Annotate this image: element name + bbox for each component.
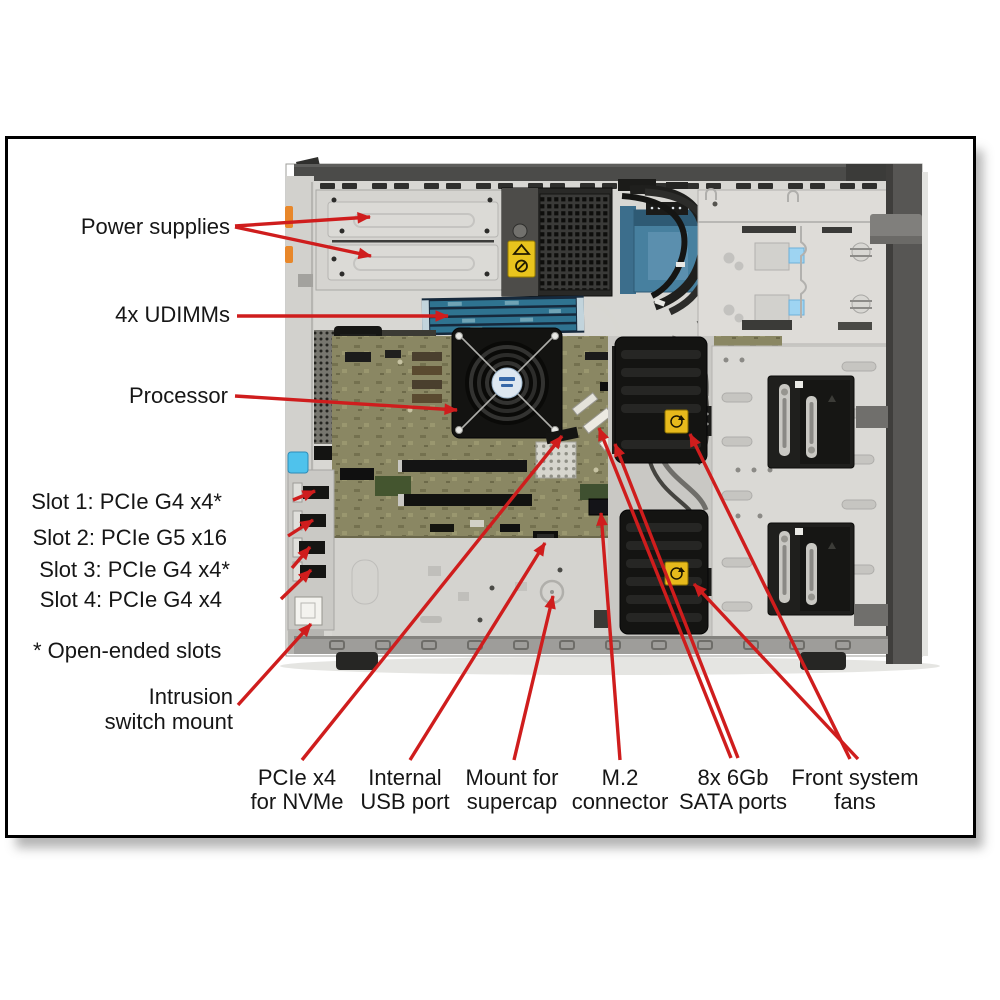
- arrow-sata-1: [597, 427, 733, 759]
- rear-vent: [314, 330, 334, 444]
- optical-bay-cage: [697, 188, 889, 345]
- intrusion-switch-mount: [294, 596, 323, 626]
- cpu-heatsink-fan: [451, 327, 563, 439]
- drive-retainer-lower: [767, 522, 855, 616]
- callout-slot4: Slot 4: PCIe G4 x4: [39, 587, 222, 612]
- arrow-m2: [596, 512, 622, 761]
- callout-slot1: Slot 1: PCIe G4 x4*: [31, 489, 222, 514]
- callout-arrows: [234, 212, 860, 762]
- callout-power-supplies: Power supplies: [80, 214, 230, 239]
- drive-bay-panel: [711, 345, 889, 639]
- drive-retainer-upper: [767, 375, 855, 469]
- callout-udimms: 4x UDIMMs: [115, 302, 230, 327]
- psu-unit: [501, 187, 613, 297]
- warning-label-icon: [507, 240, 536, 278]
- arrow-power-supply-2: [234, 225, 372, 260]
- orange-clip: [285, 206, 293, 228]
- arrow-supercap: [512, 595, 556, 761]
- pcie-slot3-bracket: [299, 541, 325, 554]
- foot: [336, 652, 378, 670]
- foot: [800, 652, 846, 670]
- arrow-front-fan-lower: [692, 582, 860, 761]
- arrow-slot2: [287, 518, 314, 538]
- chassis-floor: [332, 538, 624, 638]
- blue-latch: [287, 451, 309, 474]
- front-bezel: [854, 164, 928, 664]
- board-pcie-slot: [404, 494, 532, 506]
- note-open-ended-slots: * Open-ended slots: [33, 638, 222, 663]
- arrow-intrusion: [236, 622, 313, 707]
- arrow-slot4: [279, 568, 313, 601]
- chassis-base: [294, 636, 888, 670]
- pcie-bracket-panel: [287, 451, 335, 654]
- front-fan-upper: [612, 336, 708, 464]
- arrow-power-supply-1: [234, 212, 371, 228]
- top-vents: [320, 183, 877, 189]
- fan-hub-sticker: [491, 367, 523, 399]
- arrow-sata-2: [613, 443, 740, 759]
- arrow-pcie-nvme: [300, 434, 564, 762]
- psu-grill: [539, 193, 611, 291]
- arrow-processor: [234, 394, 458, 416]
- arrow-slot1: [292, 489, 316, 502]
- callout-processor: Processor: [128, 383, 228, 408]
- arrow-slot3: [290, 545, 312, 570]
- dimm-bank: [421, 295, 585, 336]
- callout-slot2: Slot 2: PCIe G5 x16: [32, 525, 227, 550]
- sata-port: [571, 392, 599, 416]
- callout-slot3: Slot 3: PCIe G4 x4*: [39, 557, 230, 582]
- psu-bays: [315, 189, 509, 291]
- arrow-internal-usb: [408, 542, 547, 761]
- board-pcie-slot: [402, 460, 527, 472]
- arrow-front-fan-upper: [688, 433, 852, 760]
- orange-clip: [285, 246, 293, 263]
- fan-warning-icon: [664, 409, 689, 434]
